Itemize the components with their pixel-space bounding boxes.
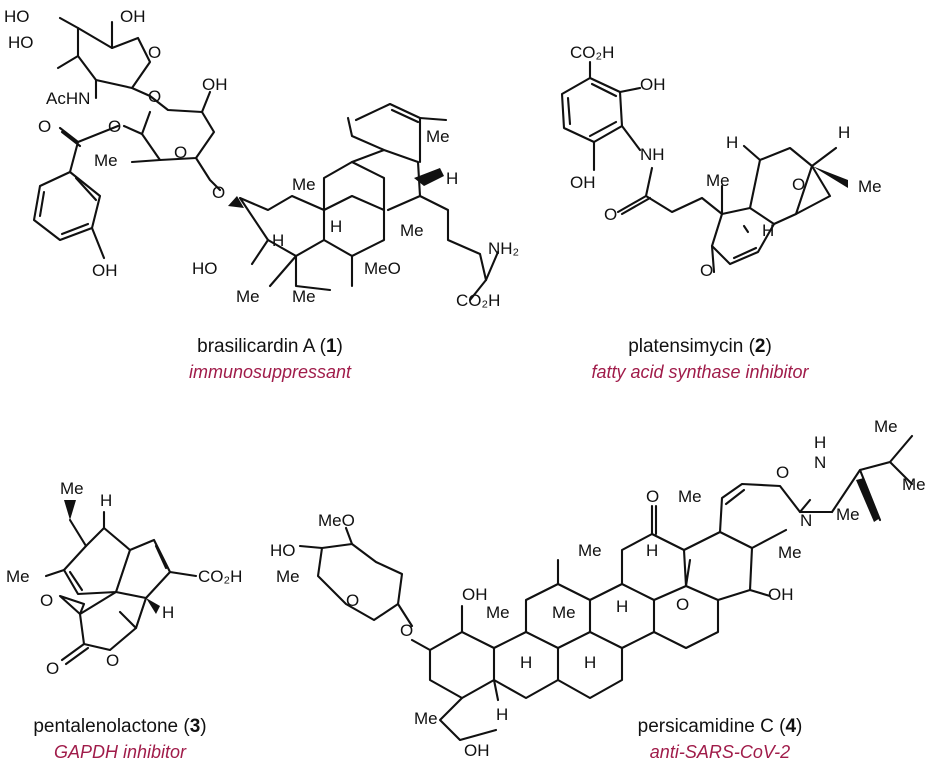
- atom-label: O: [792, 175, 805, 194]
- atom-label: H: [100, 491, 112, 510]
- atom-label: H: [646, 541, 658, 560]
- atom-label: N: [814, 453, 826, 472]
- atom-label: H: [762, 221, 774, 240]
- compound-name: pentalenolactone (3): [33, 716, 207, 737]
- atom-label: O: [148, 43, 161, 62]
- structure-persicamidine-c: MeO HO Me O O OH Me Me Me H H H H H Me O…: [270, 417, 926, 760]
- structure-brasilicardin-a: HO HO OH O AcHN O OH O O Me O O OH Me H …: [4, 7, 519, 310]
- caption-persicamidine-c: persicamidine C (4) anti-SARS-CoV-2: [600, 716, 840, 763]
- atom-label: H: [838, 123, 850, 142]
- atom-label: OH: [570, 173, 596, 192]
- atom-label: H: [584, 653, 596, 672]
- atom-label: H: [496, 705, 508, 724]
- compound-name: platensimycin (2): [628, 336, 772, 357]
- atom-label: Me: [874, 417, 898, 436]
- atom-label: Me: [6, 567, 30, 586]
- atom-label: MeO: [318, 511, 355, 530]
- atom-label: CO₂H: [570, 43, 614, 62]
- compound-activity: GAPDH inhibitor: [53, 742, 187, 762]
- atom-label: O: [46, 659, 59, 678]
- atom-label: O: [346, 591, 359, 610]
- atom-label: Me: [552, 603, 576, 622]
- atom-label: Me: [706, 171, 730, 190]
- atom-label: O: [776, 463, 789, 482]
- pentalenolactone-labels: Me H Me CO₂H O H O O: [6, 479, 242, 678]
- atom-label: HO: [192, 259, 218, 278]
- atom-label: H: [446, 169, 458, 188]
- atom-label: N: [800, 511, 812, 530]
- atom-label: O: [106, 651, 119, 670]
- caption-platensimycin: platensimycin (2) fatty acid synthase in…: [580, 336, 820, 383]
- atom-label: HO: [4, 7, 30, 26]
- atom-label: H: [616, 597, 628, 616]
- atom-label: O: [604, 205, 617, 224]
- atom-label: OH: [202, 75, 228, 94]
- atom-label: Me: [902, 475, 926, 494]
- atom-label: OH: [120, 7, 146, 26]
- compound-activity: anti-SARS-CoV-2: [649, 742, 791, 762]
- structure-platensimycin: CO₂H OH NH OH O H H O Me Me H O: [560, 43, 882, 280]
- atom-label: O: [400, 621, 413, 640]
- atom-label: O: [40, 591, 53, 610]
- atom-label: CO₂H: [198, 567, 242, 586]
- atom-label: Me: [426, 127, 450, 146]
- atom-label: MeO: [364, 259, 401, 278]
- atom-label: Me: [60, 479, 84, 498]
- atom-label: O: [646, 487, 659, 506]
- atom-label: NH: [640, 145, 665, 164]
- atom-label: Me: [836, 505, 860, 524]
- atom-label: Me: [778, 543, 802, 562]
- atom-label: H: [814, 433, 826, 452]
- atom-label: Me: [486, 603, 510, 622]
- atom-label: NH₂: [488, 239, 519, 258]
- atom-label: Me: [678, 487, 702, 506]
- atom-label: O: [38, 117, 51, 136]
- compound-name: persicamidine C (4): [637, 716, 803, 737]
- atom-label: OH: [640, 75, 666, 94]
- atom-label: Me: [400, 221, 424, 240]
- atom-label: Me: [578, 541, 602, 560]
- atom-label: OH: [768, 585, 794, 604]
- atom-label: H: [726, 133, 738, 152]
- compound-name: brasilicardin A (1): [197, 336, 343, 357]
- atom-label: OH: [92, 261, 118, 280]
- atom-label: H: [272, 231, 284, 250]
- caption-brasilicardin-a: brasilicardin A (1) immunosuppressant: [170, 336, 370, 383]
- compound-activity: immunosuppressant: [188, 362, 352, 382]
- atom-label: CO₂H: [456, 291, 500, 310]
- atom-label: O: [108, 117, 121, 136]
- atom-label: HO: [270, 541, 296, 560]
- atom-label: Me: [94, 151, 118, 170]
- persicamidine-c-labels: MeO HO Me O O OH Me Me Me H H H H H Me O…: [270, 417, 926, 760]
- atom-label: Me: [414, 709, 438, 728]
- atom-label: AcHN: [46, 89, 90, 108]
- atom-label: O: [148, 87, 161, 106]
- atom-label: OH: [464, 741, 490, 760]
- atom-label: Me: [292, 175, 316, 194]
- brasilicardin-a-labels: HO HO OH O AcHN O OH O O Me O O OH Me H …: [4, 7, 519, 310]
- atom-label: H: [520, 653, 532, 672]
- atom-label: OH: [462, 585, 488, 604]
- atom-label: O: [174, 143, 187, 162]
- atom-label: H: [162, 603, 174, 622]
- platensimycin-labels: CO₂H OH NH OH O H H O Me Me H O: [570, 43, 882, 280]
- atom-label: Me: [276, 567, 300, 586]
- atom-label: HO: [8, 33, 34, 52]
- atom-label: O: [212, 183, 225, 202]
- atom-label: O: [700, 261, 713, 280]
- caption-pentalenolactone: pentalenolactone (3) GAPDH inhibitor: [0, 716, 240, 763]
- compound-activity: fatty acid synthase inhibitor: [591, 362, 809, 382]
- atom-label: H: [330, 217, 342, 236]
- atom-label: O: [676, 595, 689, 614]
- atom-label: Me: [858, 177, 882, 196]
- structure-pentalenolactone: Me H Me CO₂H O H O O: [6, 479, 242, 678]
- atom-label: Me: [236, 287, 260, 306]
- atom-label: Me: [292, 287, 316, 306]
